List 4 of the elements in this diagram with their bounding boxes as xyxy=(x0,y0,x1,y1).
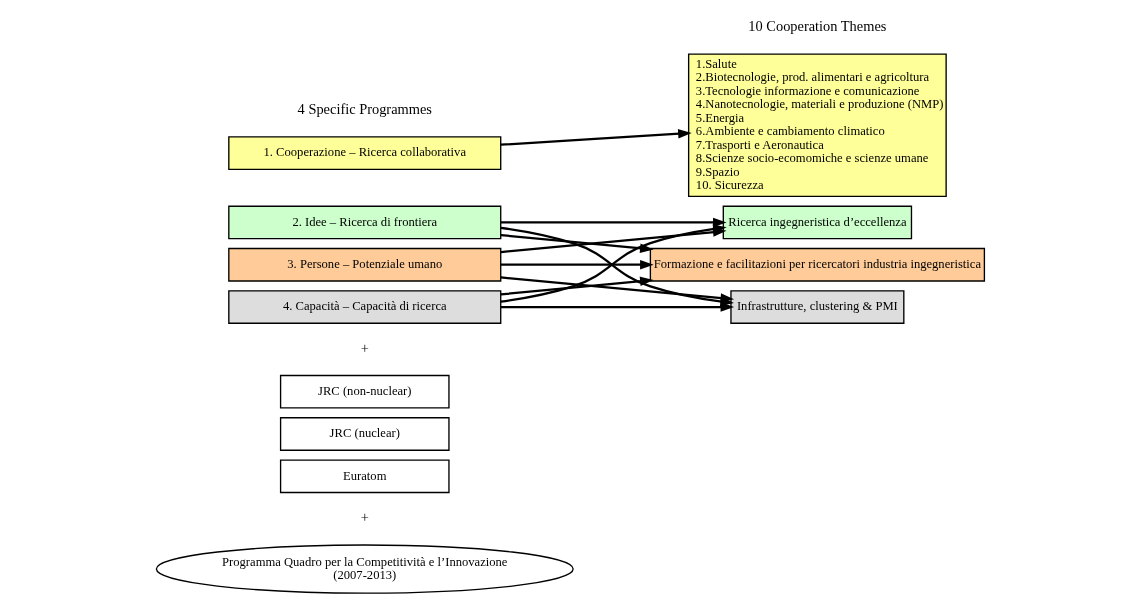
label: + xyxy=(360,509,369,526)
label: + xyxy=(360,339,369,356)
label: 4 Specific Programmes xyxy=(297,101,432,118)
label: 10 Cooperation Themes xyxy=(748,18,887,35)
